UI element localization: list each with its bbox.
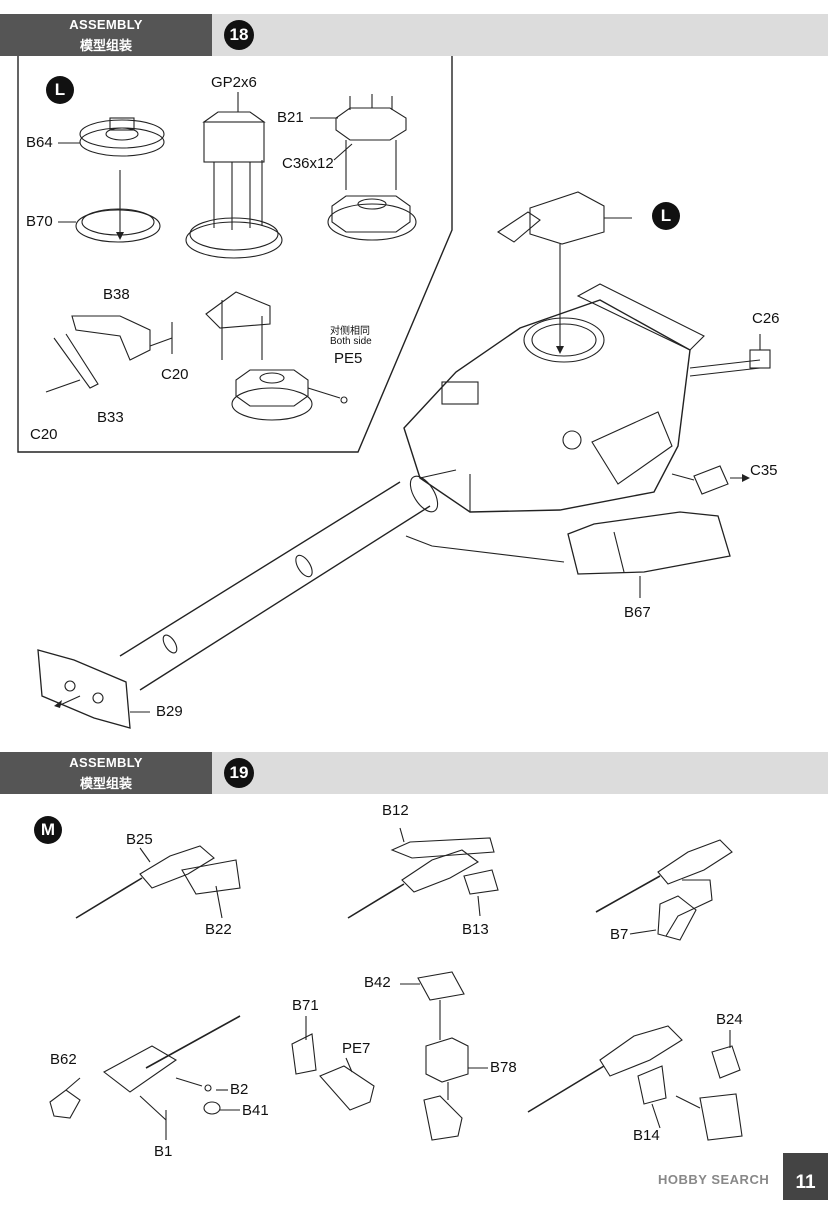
part-label-gp2x6: GP2x6 [211,74,257,91]
part-label-b33: B33 [97,409,124,426]
part-label-pe7: PE7 [342,1040,371,1057]
part-label-b42: B42 [364,974,391,991]
part-label-b21: B21 [277,109,304,126]
marker-l-main: L [652,202,680,230]
part-label-b7: B7 [610,926,629,943]
marker-m: M [34,816,62,844]
part-label-b12: B12 [382,802,409,819]
heading-en: ASSEMBLY [69,755,143,770]
part-label-b41: B41 [242,1102,269,1119]
step-number: 19 [224,758,254,788]
section-band-19: ASSEMBLY 模型组装 19 [0,752,828,794]
marker-l-inset: L [46,76,74,104]
part-label-c20: C20 [30,426,58,443]
part-label-b71: B71 [292,997,319,1014]
part-label-b70: B70 [26,213,53,230]
part-label-b67: B67 [624,604,651,621]
part-label-c36x12: C36x12 [282,155,334,172]
watermark: HOBBY SEARCH [658,1172,770,1187]
part-label-b29: B29 [156,703,183,720]
page-number: 11 [783,1153,828,1200]
part-label-b1: B1 [154,1143,173,1160]
part-label-b25: B25 [126,831,153,848]
part-label-b14: B14 [633,1127,660,1144]
heading-en: ASSEMBLY [69,17,143,32]
step-number: 18 [224,20,254,50]
part-label-b38: B38 [103,286,130,303]
heading-zh: 模型组装 [79,38,132,53]
section-heading: ASSEMBLY 模型组装 [0,14,212,56]
section-heading: ASSEMBLY 模型组装 [0,752,212,794]
both-side-note-en: Both side [330,336,372,347]
both-side-note-zh: 对侧相同 [330,326,370,337]
section-band-18: ASSEMBLY 模型组装 18 [0,14,828,56]
part-label-b62: B62 [50,1051,77,1068]
part-label-b2: B2 [230,1081,249,1098]
heading-zh: 模型组装 [79,776,132,791]
part-label-b78: B78 [490,1059,517,1076]
part-label-c20: C20 [161,366,189,383]
part-label-b22: B22 [205,921,232,938]
part-label-b13: B13 [462,921,489,938]
part-label-pe5: PE5 [334,350,363,367]
part-label-b64: B64 [26,134,53,151]
part-label-b24: B24 [716,1011,743,1028]
part-label-c26: C26 [752,310,780,327]
part-label-c35: C35 [750,462,778,479]
